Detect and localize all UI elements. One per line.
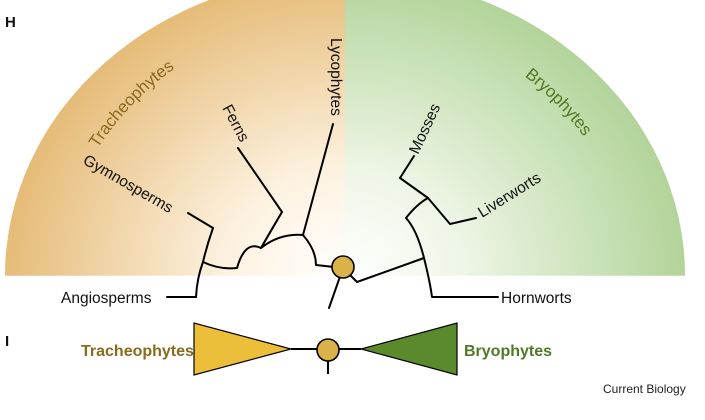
taxon-angiosperms: Angiosperms: [61, 290, 152, 307]
summary-root-node: [316, 338, 340, 362]
ferns-branch: [237, 147, 283, 213]
bryophytes-label: Bryophytes: [464, 343, 552, 360]
panel-label-h: H: [5, 14, 16, 31]
bryophyte-region: [345, 0, 685, 276]
phylogenetic-tree: [166, 123, 499, 309]
euphyllophyte-arc: [236, 211, 283, 269]
root-node: [331, 255, 355, 279]
taxon-lycophytes: Lycophytes: [327, 38, 344, 116]
liverworts-branch: [427, 197, 477, 225]
seed-plant-arc: [202, 261, 238, 270]
mosses-branch: [399, 155, 429, 199]
panel-label-i: I: [5, 333, 9, 350]
seed-plant-node: [195, 227, 214, 298]
tracheophytes-label: Tracheophytes: [81, 343, 194, 360]
journal-credit: Current Biology: [603, 382, 686, 396]
setaphyta-arc: [405, 197, 429, 259]
bryophyte-crown-arc: [423, 257, 499, 298]
tracheophyte-region: [5, 0, 345, 276]
tracheophyte-triangle: [193, 322, 294, 376]
taxon-hornworts: Hornworts: [501, 290, 572, 307]
lycophytes-branch: [302, 123, 334, 236]
gymnosperms-branch: [187, 212, 214, 229]
summary-diagram: Tracheophytes Bryophytes: [81, 322, 552, 376]
bryophyte-triangle: [358, 322, 458, 376]
